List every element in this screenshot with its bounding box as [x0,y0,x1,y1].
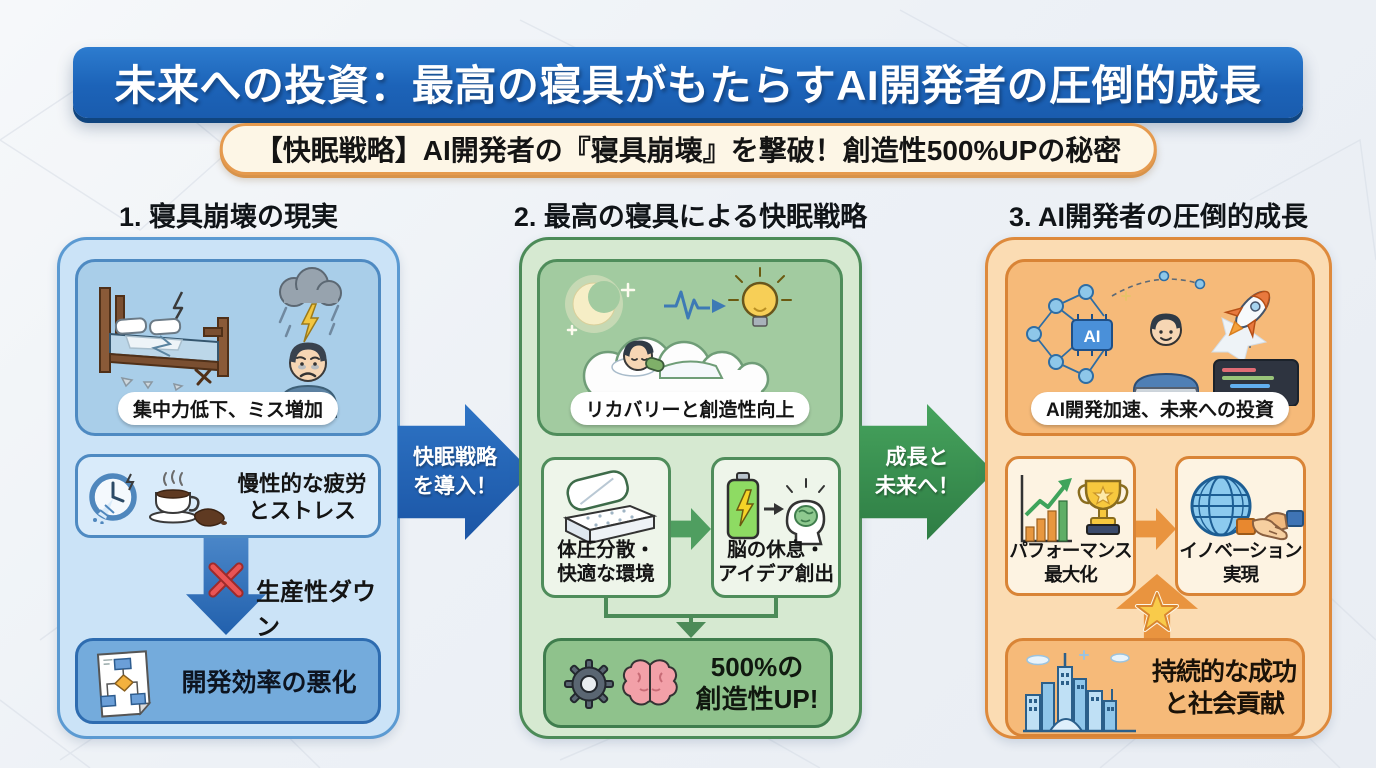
brain-rest-label-line2: アイデア創出 [717,563,835,586]
success-label: 持続的な成功 と社会貢献 [1146,656,1302,720]
city-skyline-icon [1023,650,1136,733]
ai-chip-label: AI [1084,327,1101,346]
mattress-label-line1: 体圧分散・ [557,538,655,561]
strategy-illustration-card: リカバリーと創造性向上 [537,259,843,436]
pink-brain-icon [622,659,678,706]
gear-icon [564,659,614,709]
trophy-icon [1077,479,1129,535]
ai-chip-icon: AI [1071,314,1113,356]
pillow-mattress-icon [562,470,658,545]
strategy-panel: リカバリーと創造性向上 体圧分散・ 快適な環境 [519,237,862,739]
performance-label: パフォーマンス 最大化 [1008,539,1133,586]
strategy-mid-arrow [671,508,711,550]
connector-line [689,614,693,624]
growth-illustration-caption: AI開発加速、未来への投資 [1030,392,1290,425]
broken-clock-icon [89,473,137,524]
connector-line [604,598,608,618]
mattress-label-line2: 快適な環境 [557,563,655,586]
globe-handshake-icon [1190,475,1304,541]
moon-icon [565,275,623,333]
innovation-label-line2: 実現 [1222,563,1259,585]
growth-chart-trophy-icon [1020,475,1129,543]
innovation-card: イノベーション 実現 [1175,456,1306,596]
mattress-label: 体圧分散・ 快適な環境 [544,538,668,587]
handshake-icon [1236,510,1304,541]
adopt-arrow-line2: を導入！ [413,475,497,498]
page-subtitle: 【快眠戦略】AI開発者の『寝具崩壊』を撃破！創造性500%UPの秘密 [254,135,1122,166]
fatigue-label-line2: とストレス [248,499,356,524]
productivity-down-label: 生産性ダウン [256,579,376,641]
page-title: 未来への投資：最高の寝具がもたらすAI開発者の圧倒的成長 [114,62,1262,109]
flowchart-document-icon [96,650,152,718]
growth-panel: AI [985,237,1332,739]
title-banner: 未来への投資：最高の寝具がもたらすAI開発者の圧倒的成長 [73,47,1303,118]
growth-illustration-card: AI [1005,259,1315,436]
future-arrow-line2: 未来へ！ [875,475,959,498]
lightbulb-icon [728,267,792,327]
outcome-card: 開発効率の悪化 [75,638,381,724]
performance-label-line2: 最大化 [1044,563,1098,585]
connector-line [774,598,778,618]
performance-label-line1: パフォーマンス [1009,540,1132,562]
ai-network-icon [1026,284,1112,384]
growth-future-arrow-label: 成長と 未来へ！ [865,443,969,502]
innovation-label-line1: イノベーション [1179,540,1302,562]
future-arrow-line1: 成長と [885,445,949,469]
fatigue-label-line1: 慢性的な疲労 [237,472,367,496]
rocket-icon [1223,290,1271,340]
strategy-illustration-caption: リカバリーと創造性向上 [570,392,810,425]
creativity-result-line1: 500%の [710,651,804,682]
success-card: 持続的な成功 と社会貢献 [1005,638,1305,737]
creativity-result-card: 500%の 創造性UP! [543,638,833,728]
brainwave-icon [664,290,726,320]
brain-rest-label-line1: 脳の休息・ [727,538,825,561]
creativity-result-label: 500%の 創造性UP! [684,651,830,716]
problem-panel-header: 1. 寝具崩壊の現実 [118,202,339,232]
strategy-panel-header: 2. 最高の寝具による快眠戦略 [513,202,868,232]
fatigue-label: 慢性的な疲労 とストレス [226,471,378,525]
star-icon [1135,591,1179,632]
sparkle-icon [566,282,636,336]
sleep-scene-illustration [565,267,792,402]
broken-bed-icon [99,287,229,392]
outcome-label: 開発効率の悪化 [181,669,357,697]
connector-arrowhead [676,622,706,638]
brain-rest-label: 脳の休息・ アイデア創出 [714,538,838,587]
coffee-spill-icon [149,470,227,527]
fatigue-card: 慢性的な疲労 とストレス [75,454,381,538]
red-x-icon [208,562,244,598]
success-label-line1: 持続的な成功 [1151,657,1297,686]
adopt-arrow-line1: 快眠戦略 [413,445,497,469]
innovation-label: イノベーション 実現 [1178,539,1303,586]
mattress-card: 体圧分散・ 快適な環境 [541,457,671,598]
subtitle-banner: 【快眠戦略】AI開発者の『寝具崩壊』を撃破！創造性500%UPの秘密 [219,123,1157,175]
growth-chart-icon [1020,475,1072,543]
creativity-result-line2: 創造性UP! [695,684,819,714]
problem-panel: 集中力低下、ミス増加 慢性的な疲労 とスト [57,237,400,739]
growth-mid-arrow [1136,508,1176,550]
sleeping-person-icon [611,340,724,379]
performance-card: パフォーマンス 最大化 [1005,456,1136,596]
globe-icon [1190,475,1252,537]
problem-illustration-card: 集中力低下、ミス増加 [75,259,381,436]
dashed-link [1111,278,1201,297]
battery-brain-icon [726,472,826,546]
ai-developer-illustration: AI [1026,270,1299,406]
storm-cloud-icon [278,267,342,343]
growth-panel-header: 3. AI開発者の圧倒的成長 [1008,202,1309,232]
brain-rest-card: 脳の休息・ アイデア創出 [711,457,841,598]
success-label-line2: と社会貢献 [1163,689,1285,718]
problem-illustration-caption: 集中力低下、ミス増加 [117,392,339,425]
adopt-strategy-arrow-label: 快眠戦略 を導入！ [403,443,507,502]
